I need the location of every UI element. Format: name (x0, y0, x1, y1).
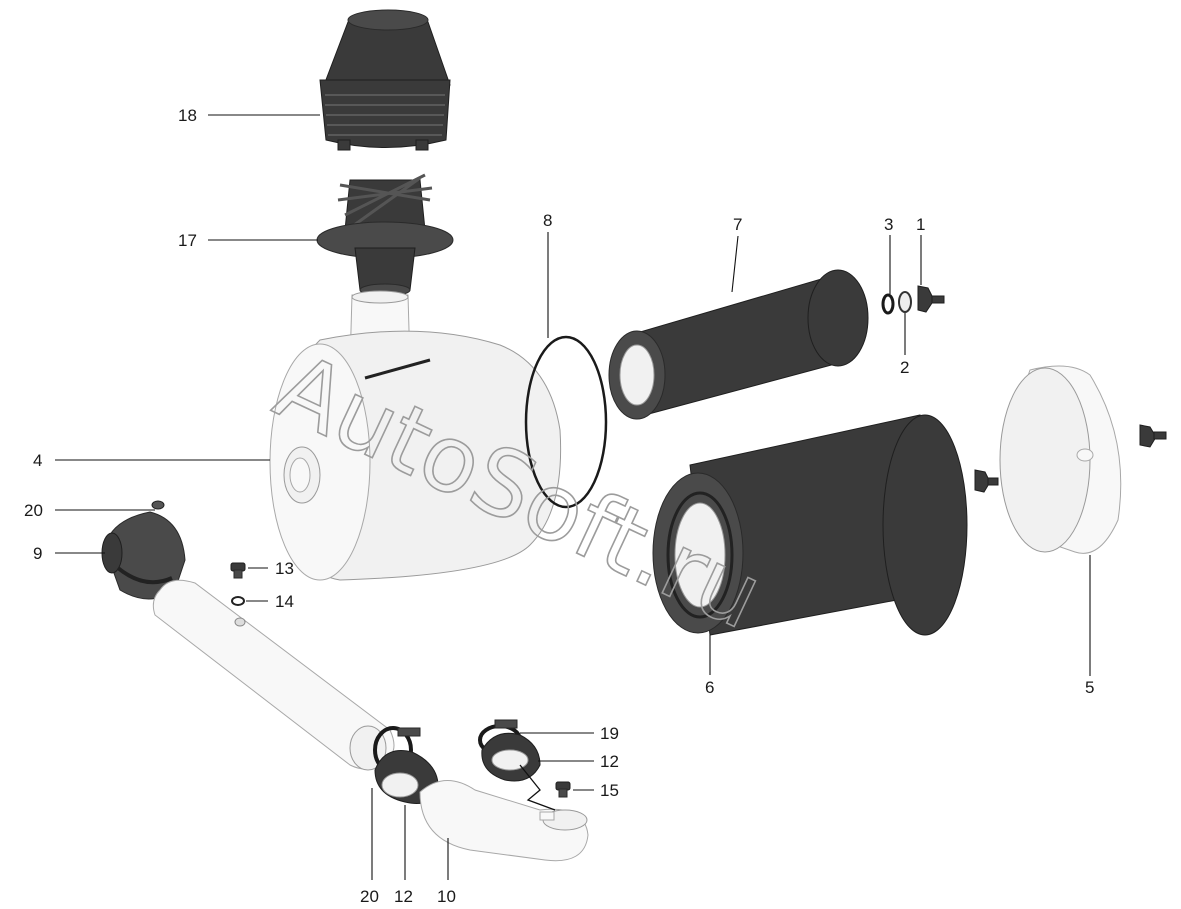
part-7-safety-element (608, 269, 869, 420)
part-1-wing-nut (917, 285, 945, 313)
callout-17: 17 (178, 231, 197, 250)
part-5-cover (999, 365, 1122, 554)
assembly-path-line (519, 764, 556, 811)
callout-13: 13 (275, 559, 294, 578)
part-15-plug (555, 781, 571, 798)
part-9-elbow (101, 500, 186, 600)
part-2-seal (898, 291, 912, 313)
callout-20-bottom: 20 (360, 887, 379, 906)
callout-10: 10 (437, 887, 456, 906)
callout-5: 5 (1085, 678, 1094, 697)
part-12-sleeve-top (481, 732, 541, 782)
part-17-pre-cleaner (316, 173, 454, 297)
part-10-elbow (419, 780, 589, 862)
callout-14: 14 (275, 592, 294, 611)
part-13-plug (230, 562, 246, 579)
callout-9: 9 (33, 544, 42, 563)
callout-12-right: 12 (600, 752, 619, 771)
callout-18: 18 (178, 106, 197, 125)
callout-8: 8 (543, 211, 552, 230)
callout-labels: 18 17 8 7 3 1 2 4 6 5 20 9 13 14 19 12 1… (24, 106, 1094, 906)
callout-1: 1 (916, 215, 925, 234)
callout-15: 15 (600, 781, 619, 800)
part-18-rain-cap (319, 9, 451, 151)
part-6-main-element (652, 414, 968, 636)
intake-pipe (152, 579, 395, 771)
callout-7: 7 (733, 215, 742, 234)
callout-12-bottom: 12 (394, 887, 413, 906)
callout-19: 19 (600, 724, 619, 743)
part-14-seal-ring (231, 596, 245, 606)
callout-6: 6 (705, 678, 714, 697)
part-8-o-ring (524, 335, 608, 509)
cover-wing-nut (1139, 424, 1167, 448)
wing-nut-small (974, 469, 999, 493)
callout-3: 3 (884, 215, 893, 234)
part-4-housing (269, 290, 562, 581)
callout-20-top: 20 (24, 501, 43, 520)
callout-4: 4 (33, 451, 42, 470)
callout-2: 2 (900, 358, 909, 377)
part-3-washer (881, 293, 895, 315)
leader-lines (55, 114, 1091, 880)
